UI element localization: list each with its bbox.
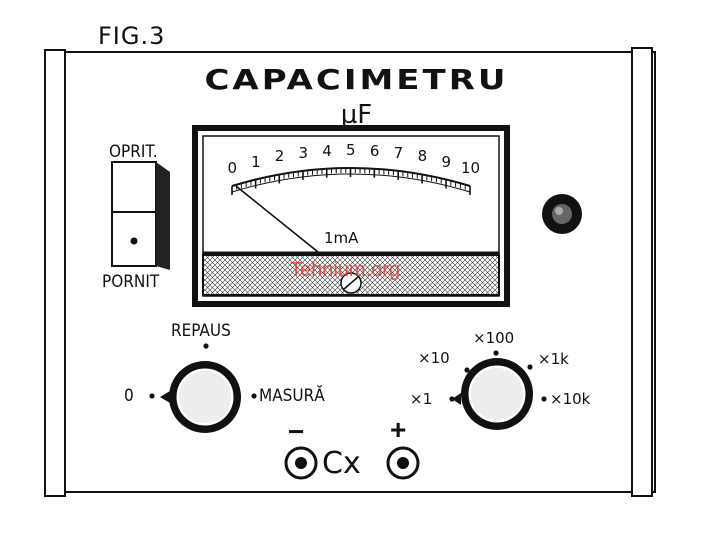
watermark: Tehnium.org (290, 259, 401, 281)
range-x10-label: ×10 (418, 349, 450, 367)
mode-knob-pointer (160, 391, 170, 403)
right-rail (631, 47, 653, 497)
switch-off-label: OPRIT. (109, 142, 158, 162)
figure-label: FIG.3 (98, 22, 166, 50)
meter-bezel (192, 125, 510, 307)
range-x1-label: ×1 (410, 390, 433, 408)
switch-shadow (156, 162, 170, 270)
mode-top-label: REPAUS (171, 321, 231, 341)
panel-title: CAPACIMETRU (204, 64, 509, 96)
meter-range-label: 1mA (324, 229, 359, 247)
range-x100-label: ×100 (473, 329, 515, 347)
switch-on-label: PORNIT (102, 272, 160, 292)
terminal-label: Cx (322, 446, 361, 481)
range-x1k-label: ×1k (538, 350, 569, 368)
meter-needle (235, 185, 319, 253)
left-rail (44, 49, 66, 497)
mode-right-label: MASURĂ (259, 386, 325, 406)
power-switch (111, 161, 157, 267)
range-x10k-label: ×10k (550, 390, 591, 408)
meter-unit: µF (340, 100, 373, 130)
mode-left-label: 0 (124, 386, 134, 406)
meter-ticks (231, 168, 471, 195)
plus-sign: + (390, 414, 407, 445)
range-knob-pointer (452, 393, 461, 405)
minus-sign: − (288, 416, 305, 447)
